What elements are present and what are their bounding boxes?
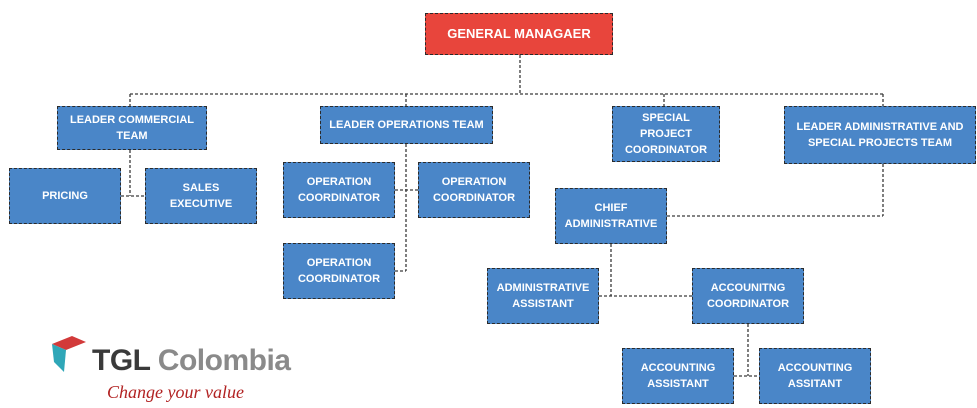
org-node-op1: OPERATION COORDINATOR — [283, 162, 395, 218]
org-node-gm: GENERAL MANAGAER — [425, 13, 613, 55]
logo-name: TGL Colombia — [92, 344, 291, 378]
logo-mark-icon — [52, 336, 86, 372]
logo-tagline: Change your value — [107, 382, 244, 402]
org-node-aa2: ACCOUNTING ASSITANT — [759, 348, 871, 404]
org-node-lat: LEADER ADMINISTRATIVE AND SPECIAL PROJEC… — [784, 106, 976, 164]
org-node-lot: LEADER OPERATIONS TEAM — [320, 106, 493, 144]
org-node-op2: OPERATION COORDINATOR — [418, 162, 530, 218]
org-node-adm: ADMINISTRATIVE ASSISTANT — [487, 268, 599, 324]
org-node-pricing: PRICING — [9, 168, 121, 224]
org-node-sales: SALES EXECUTIVE — [145, 168, 257, 224]
org-node-aa1: ACCOUNTING ASSISTANT — [622, 348, 734, 404]
org-node-chief: CHIEF ADMINISTRATIVE — [555, 188, 667, 244]
logo-name-first: TGL — [92, 344, 150, 377]
org-node-accc: ACCOUNITNG COORDINATOR — [692, 268, 804, 324]
company-logo: TGL Colombia Change your value — [50, 330, 300, 408]
org-node-spc: SPECIAL PROJECT COORDINATOR — [612, 106, 720, 162]
org-node-lct: LEADER COMMERCIAL TEAM — [57, 106, 207, 150]
logo-name-second: Colombia — [149, 344, 291, 377]
org-node-op3: OPERATION COORDINATOR — [283, 243, 395, 299]
